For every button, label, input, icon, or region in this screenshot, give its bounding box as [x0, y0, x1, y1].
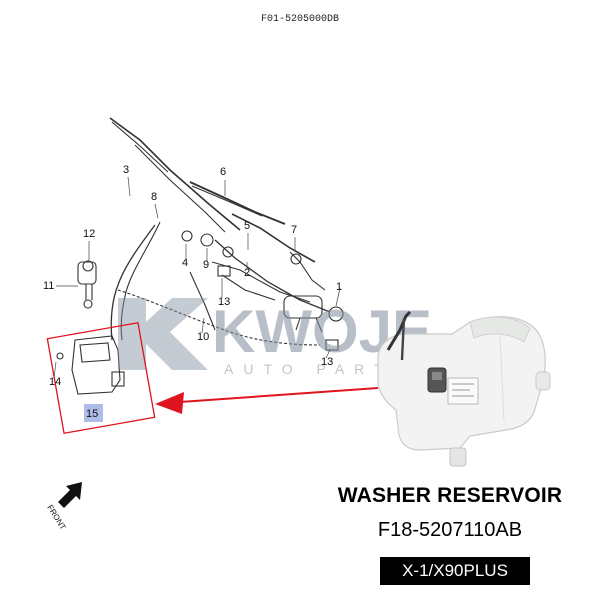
- callout-1: 1: [336, 281, 342, 293]
- callout-15-highlight: [84, 404, 103, 422]
- wiper-assembly-drawing: [56, 117, 344, 395]
- leader-lines: [53, 176, 341, 379]
- caption-part-number: F18-5207110AB: [377, 519, 523, 541]
- highlight-box: [46, 321, 156, 435]
- watermark-logo-mark: [118, 298, 208, 370]
- callout-7: 7: [291, 224, 297, 236]
- pointer-arrow-head: [155, 392, 184, 414]
- caption-model-badge: X-1/X90PLUS: [380, 557, 530, 585]
- callout-11: 11: [43, 280, 54, 292]
- callout-8: 8: [151, 191, 157, 203]
- callout-10: 10: [197, 331, 209, 343]
- callout-5: 5: [244, 220, 250, 232]
- front-direction-indicator: FRONT: [45, 482, 82, 532]
- code-header: F01-5205000DB: [260, 14, 339, 25]
- callout-2: 2: [244, 267, 250, 279]
- callout-4: 4: [182, 257, 188, 269]
- callout-13a: 13: [218, 296, 230, 308]
- watermark: KWOJE AUTO PARTS: [118, 298, 432, 377]
- caption-title: WASHER RESERVOIR: [337, 484, 563, 507]
- callout-15: 15: [86, 408, 98, 420]
- callout-labels: 1 2 3 4 5 6 7 8 9 10 11 12 13 13 14 15: [43, 164, 342, 420]
- callout-14: 14: [49, 376, 61, 388]
- callout-12: 12: [83, 228, 95, 240]
- callout-9: 9: [203, 259, 209, 271]
- watermark-sub: AUTO PARTS: [224, 361, 412, 377]
- callout-13b: 13: [321, 356, 333, 368]
- front-arrow-icon: [58, 482, 82, 508]
- pointer-arrow: [179, 387, 379, 403]
- washer-reservoir-photo: [377, 310, 551, 467]
- callout-6: 6: [220, 166, 226, 178]
- product-label-sticker: [447, 377, 479, 405]
- callout-3: 3: [123, 164, 129, 176]
